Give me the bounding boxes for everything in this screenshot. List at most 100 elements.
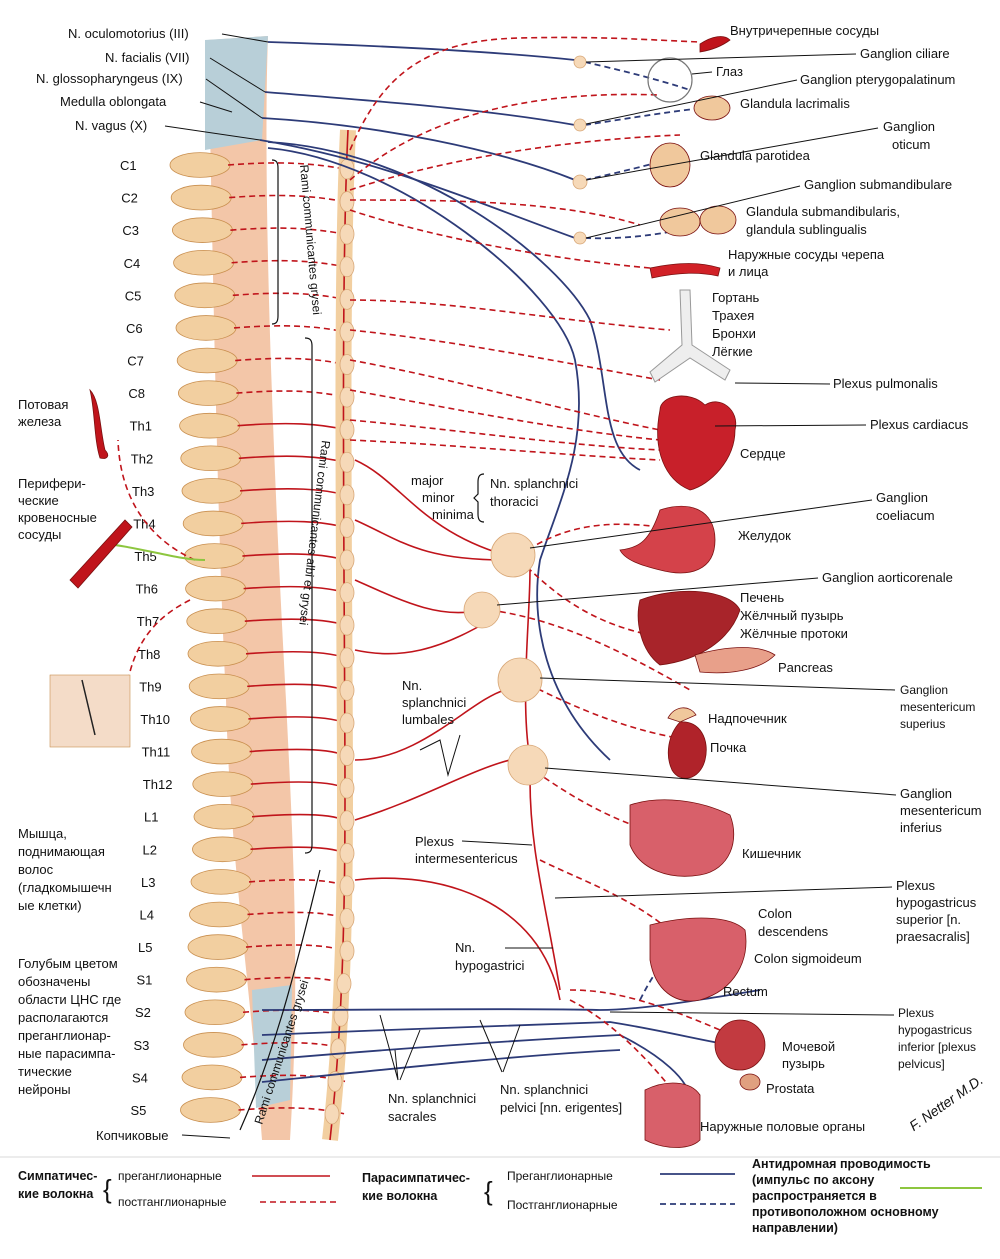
label-airways-3: Бронхи — [712, 326, 756, 341]
chain-ganglion-c7 — [339, 354, 355, 375]
vertebra-c5 — [174, 282, 236, 309]
segment-label-th6: Th6 — [136, 582, 158, 597]
spinal-nerve-c2 — [229, 194, 346, 203]
chain-ganglion-th10 — [339, 712, 355, 734]
chain-ganglion-l2 — [339, 842, 355, 864]
spinal-nerve-c4 — [231, 259, 346, 268]
legend-sym-pre: преганглионарные — [118, 1169, 222, 1183]
vertebra-th2 — [180, 445, 242, 472]
eye — [647, 57, 693, 103]
vertebra-s1 — [186, 966, 247, 993]
spinal-nerve-c5 — [232, 292, 346, 301]
prostate — [739, 1073, 761, 1091]
chain-ganglion-s4 — [327, 1071, 343, 1092]
chain-ganglion-th6 — [339, 582, 355, 604]
vertebra-th6 — [185, 575, 247, 602]
label-hair-muscle-1: Мышца, — [18, 826, 67, 841]
coeliac-ganglion — [490, 532, 536, 578]
legend-para-pre: Преганглионарные — [507, 1169, 613, 1183]
label-external-genitals: Наружные половые органы — [700, 1119, 865, 1134]
label-airways-2: Трахея — [712, 308, 754, 323]
segment-label-th10: Th10 — [140, 712, 170, 727]
adrenal-gland — [667, 707, 697, 723]
label-blue-note-5: преганглионар- — [18, 1028, 111, 1043]
label-heart: Сердце — [740, 446, 786, 461]
label-glandula-submandibularis-2: glandula sublingualis — [746, 222, 867, 237]
peripheral-vessel — [69, 519, 133, 589]
chain-ganglion-c2 — [339, 191, 355, 212]
right-labels: Внутричерепные сосуды Ganglion ciliare Г… — [496, 23, 986, 1134]
segment-label-l5: L5 — [138, 940, 152, 955]
label-bladder-1: Мочевой — [782, 1039, 835, 1054]
segment-label-l1: L1 — [144, 810, 158, 825]
vertebra-th4 — [182, 510, 244, 537]
segment-label-th3: Th3 — [132, 484, 154, 499]
label-liver-3: Жёлчные протоки — [740, 626, 848, 641]
vertebra-s4 — [181, 1064, 243, 1091]
label-hair-muscle-3: волос — [18, 862, 54, 877]
vertebra-l4 — [189, 901, 250, 928]
chain-ganglion-s3 — [330, 1038, 346, 1060]
vertebra-th8 — [187, 641, 249, 667]
prevertebral-ganglia — [463, 55, 588, 786]
segment-label-c4: C4 — [124, 256, 141, 271]
signature: F. Netter M.D. — [906, 1071, 986, 1133]
label-glandula-submandibularis-1: Glandula submandibularis, — [746, 204, 900, 219]
segment-label-c7: C7 — [127, 354, 144, 369]
label-blue-note-6: ные парасимпа- — [18, 1046, 115, 1061]
label-glandula-lacrimalis: Glandula lacrimalis — [740, 96, 850, 111]
vertebra-c3 — [171, 217, 233, 243]
label-hypogastrici-2: hypogastrici — [455, 958, 524, 973]
label-adrenal: Надпочечник — [708, 711, 787, 726]
organs — [49, 36, 776, 1148]
label-colon-descendens-1: Colon — [758, 906, 792, 921]
chain-ganglion-th2 — [339, 451, 355, 473]
label-glandula-parotidea: Glandula parotidea — [700, 148, 811, 163]
otic-ganglion — [572, 174, 588, 190]
label-ganglion-mesentericum-superius-3: superius — [900, 717, 945, 731]
vertebra-l1 — [193, 803, 255, 830]
hair — [81, 679, 96, 736]
label-sweat-gland-1: Потовая — [18, 397, 68, 412]
vertebra-l2 — [192, 836, 253, 863]
intestine — [629, 799, 735, 877]
chain-ganglion-th7 — [339, 614, 355, 636]
label-hypogastrici-1: Nn. — [455, 940, 475, 955]
label-phs-3: superior [n. — [896, 912, 961, 927]
label-ganglion-mesentericum-inferius-1: Ganglion — [900, 786, 952, 801]
colon — [649, 917, 747, 1002]
vertebra-c8 — [177, 380, 239, 406]
vertebra-s5 — [180, 1097, 241, 1123]
label-blue-note-2: обозначены — [18, 974, 90, 989]
vertebra-c4 — [173, 249, 235, 276]
nerve-fibres — [114, 36, 761, 1101]
label-hair-muscle-5: ые клетки) — [18, 898, 82, 913]
chain-ganglion-l4 — [339, 908, 355, 929]
chain-ganglion-c8 — [339, 386, 355, 408]
label-blue-note-3: области ЦНС где — [18, 992, 121, 1007]
external-genitals — [644, 1082, 701, 1148]
pterygopalatine-ganglion — [573, 118, 587, 132]
legend-brace-sym: { — [103, 1174, 112, 1204]
airways — [649, 289, 731, 383]
legend-sympathetic-2: кие волокна — [18, 1187, 94, 1201]
segment-label-c8: C8 — [128, 386, 145, 401]
segment-label-s3: S3 — [134, 1038, 150, 1053]
segment-label-s1: S1 — [137, 973, 153, 988]
chain-ganglion-th9 — [339, 679, 355, 701]
chain-ganglion-th12 — [339, 777, 355, 799]
legend-para-post: Постганглионарные — [507, 1198, 618, 1212]
legend: Симпатичес- кие волокна { преганглионарн… — [0, 1156, 1000, 1235]
label-splanchnici-thoracici-2: thoracici — [490, 494, 539, 509]
vertebra-th11 — [191, 738, 253, 765]
vertebra-c1 — [169, 152, 231, 178]
liver — [637, 590, 741, 666]
label-vessels-2: ческие — [18, 493, 59, 508]
label-bladder-2: пузырь — [782, 1056, 825, 1071]
segment-label-th7: Th7 — [137, 614, 159, 629]
chain-ganglion-th1 — [339, 419, 355, 441]
label-colon-sigmoideum: Colon sigmoideum — [754, 951, 862, 966]
segment-label-c1: C1 — [120, 158, 137, 173]
label-ganglion-mesentericum-inferius-3: inferius — [900, 820, 942, 835]
vertebra-c6 — [175, 315, 237, 341]
